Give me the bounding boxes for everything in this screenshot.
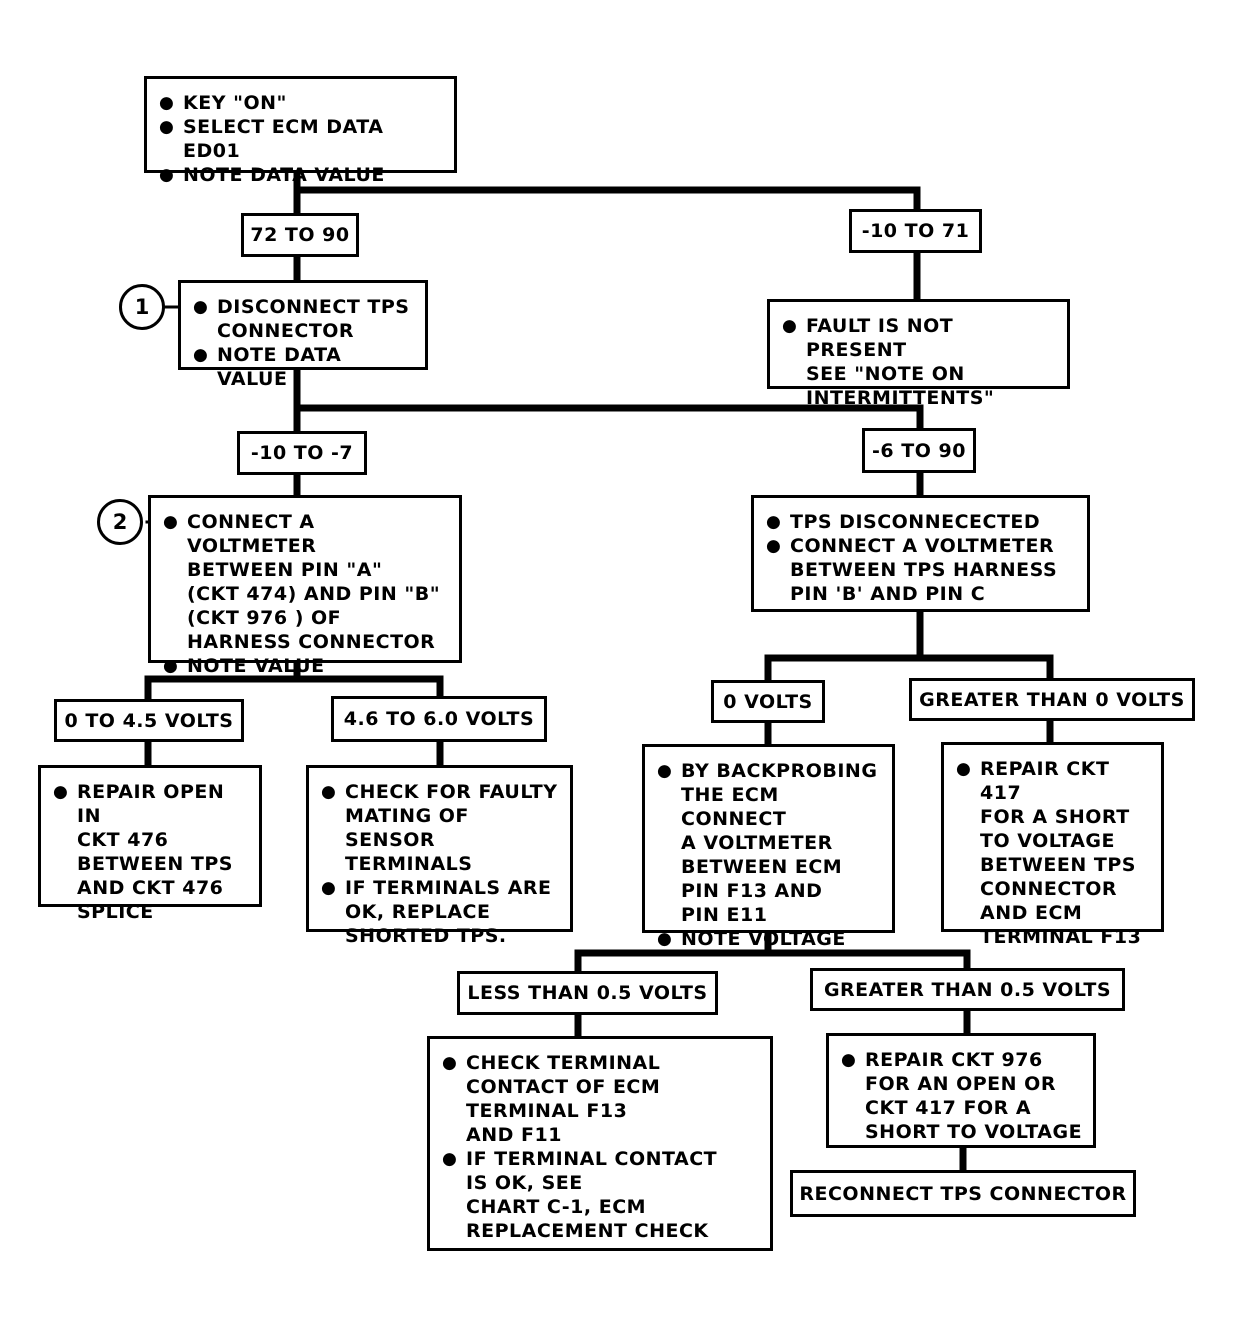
condition-0-volts: 0 VOLTS bbox=[711, 680, 825, 723]
step-item: SELECT ECM DATA ED01 bbox=[159, 115, 446, 163]
condition-neg6-to-90: -6 TO 90 bbox=[862, 428, 976, 473]
condition-label: 0 TO 4.5 VOLTS bbox=[64, 709, 234, 732]
condition-label: 4.6 TO 6.0 VOLTS bbox=[343, 708, 535, 730]
tps-disconnected-step-box: TPS DISCONNECECTED CONNECT A VOLTMETER B… bbox=[751, 495, 1090, 612]
check-terminal-step-box: CHECK TERMINAL CONTACT OF ECM TERMINAL F… bbox=[427, 1036, 773, 1251]
backprobe-step-box: BY BACKPROBING THE ECM CONNECT A VOLTMET… bbox=[642, 744, 895, 951]
step-item: CHECK FOR FAULTY MATING OF SENSOR TERMIN… bbox=[321, 780, 562, 876]
step-item: REPAIR OPEN IN CKT 476 BETWEEN TPS AND C… bbox=[53, 780, 251, 924]
reconnect-tps-box: RECONNECT TPS CONNECTOR bbox=[790, 1170, 1136, 1217]
condition-label: -6 TO 90 bbox=[872, 439, 966, 462]
condition-label: 72 TO 90 bbox=[250, 224, 350, 246]
step-item: CHECK TERMINAL CONTACT OF ECM TERMINAL F… bbox=[442, 1051, 762, 1147]
condition-label: -10 TO 71 bbox=[861, 220, 970, 242]
step-item: FAULT IS NOT PRESENT SEE "NOTE ON INTERM… bbox=[782, 314, 1059, 410]
condition-label: 0 VOLTS bbox=[723, 690, 813, 713]
step-item: NOTE DATA VALUE bbox=[159, 163, 446, 187]
repair-open-step-box: REPAIR OPEN IN CKT 476 BETWEEN TPS AND C… bbox=[38, 765, 262, 923]
disconnect-tps-step-box: DISCONNECT TPS CONNECTOR NOTE DATA VALUE bbox=[178, 280, 428, 390]
step-item: NOTE DATA VALUE bbox=[193, 343, 417, 391]
step-item: CONNECT A VOLTMETER BETWEEN PIN "A" (CKT… bbox=[163, 510, 451, 654]
step-item: NOTE VOLTAGE bbox=[657, 927, 884, 951]
repair-417-short-step-box: REPAIR CKT 417 FOR A SHORT TO VOLTAGE BE… bbox=[941, 742, 1164, 948]
step-item: KEY "ON" bbox=[159, 91, 446, 115]
condition-0-to-4-5-volts: 0 TO 4.5 VOLTS bbox=[54, 699, 244, 742]
condition-label: GREATER THAN 0 VOLTS bbox=[919, 688, 1185, 711]
step-item: CONNECT A VOLTMETER BETWEEN TPS HARNESS … bbox=[766, 534, 1079, 606]
fault-not-present-box: FAULT IS NOT PRESENT SEE "NOTE ON INTERM… bbox=[767, 299, 1070, 409]
voltmeter-pins-ab-step-box: CONNECT A VOLTMETER BETWEEN PIN "A" (CKT… bbox=[148, 495, 462, 678]
step-marker-1: 1 bbox=[119, 284, 165, 330]
condition-less-than-0-5-volts: LESS THAN 0.5 VOLTS bbox=[457, 971, 718, 1015]
condition-neg10-to-71: -10 TO 71 bbox=[849, 209, 982, 253]
condition-label: GREATER THAN 0.5 VOLTS bbox=[823, 978, 1112, 1001]
step-item: DISCONNECT TPS CONNECTOR bbox=[193, 295, 417, 343]
step-item: NOTE VALUE bbox=[163, 654, 451, 678]
condition-72-to-90: 72 TO 90 bbox=[241, 213, 359, 257]
step-item: TPS DISCONNECECTED bbox=[766, 510, 1079, 534]
condition-neg10-to-neg7: -10 TO -7 bbox=[237, 431, 367, 475]
step-item: REPAIR CKT 417 FOR A SHORT TO VOLTAGE BE… bbox=[956, 757, 1153, 949]
condition-label: -10 TO -7 bbox=[250, 442, 354, 464]
step-marker-2: 2 bbox=[97, 499, 143, 545]
repair-976-step-box: REPAIR CKT 976 FOR AN OPEN OR CKT 417 FO… bbox=[826, 1033, 1096, 1148]
condition-greater-than-0-5-volts: GREATER THAN 0.5 VOLTS bbox=[810, 968, 1125, 1011]
start-step-box: KEY "ON" SELECT ECM DATA ED01 NOTE DATA … bbox=[144, 76, 457, 187]
condition-label: LESS THAN 0.5 VOLTS bbox=[467, 982, 708, 1004]
step-item: REPAIR CKT 976 FOR AN OPEN OR CKT 417 FO… bbox=[841, 1048, 1085, 1144]
step-item: BY BACKPROBING THE ECM CONNECT A VOLTMET… bbox=[657, 759, 884, 927]
step-item: IF TERMINALS ARE OK, REPLACE SHORTED TPS… bbox=[321, 876, 562, 948]
step-item: IF TERMINAL CONTACT IS OK, SEE CHART C-1… bbox=[442, 1147, 762, 1243]
check-mating-step-box: CHECK FOR FAULTY MATING OF SENSOR TERMIN… bbox=[306, 765, 573, 947]
condition-greater-than-0-volts: GREATER THAN 0 VOLTS bbox=[909, 678, 1195, 721]
reconnect-label: RECONNECT TPS CONNECTOR bbox=[799, 1182, 1127, 1205]
condition-4-6-to-6-0-volts: 4.6 TO 6.0 VOLTS bbox=[331, 696, 547, 742]
